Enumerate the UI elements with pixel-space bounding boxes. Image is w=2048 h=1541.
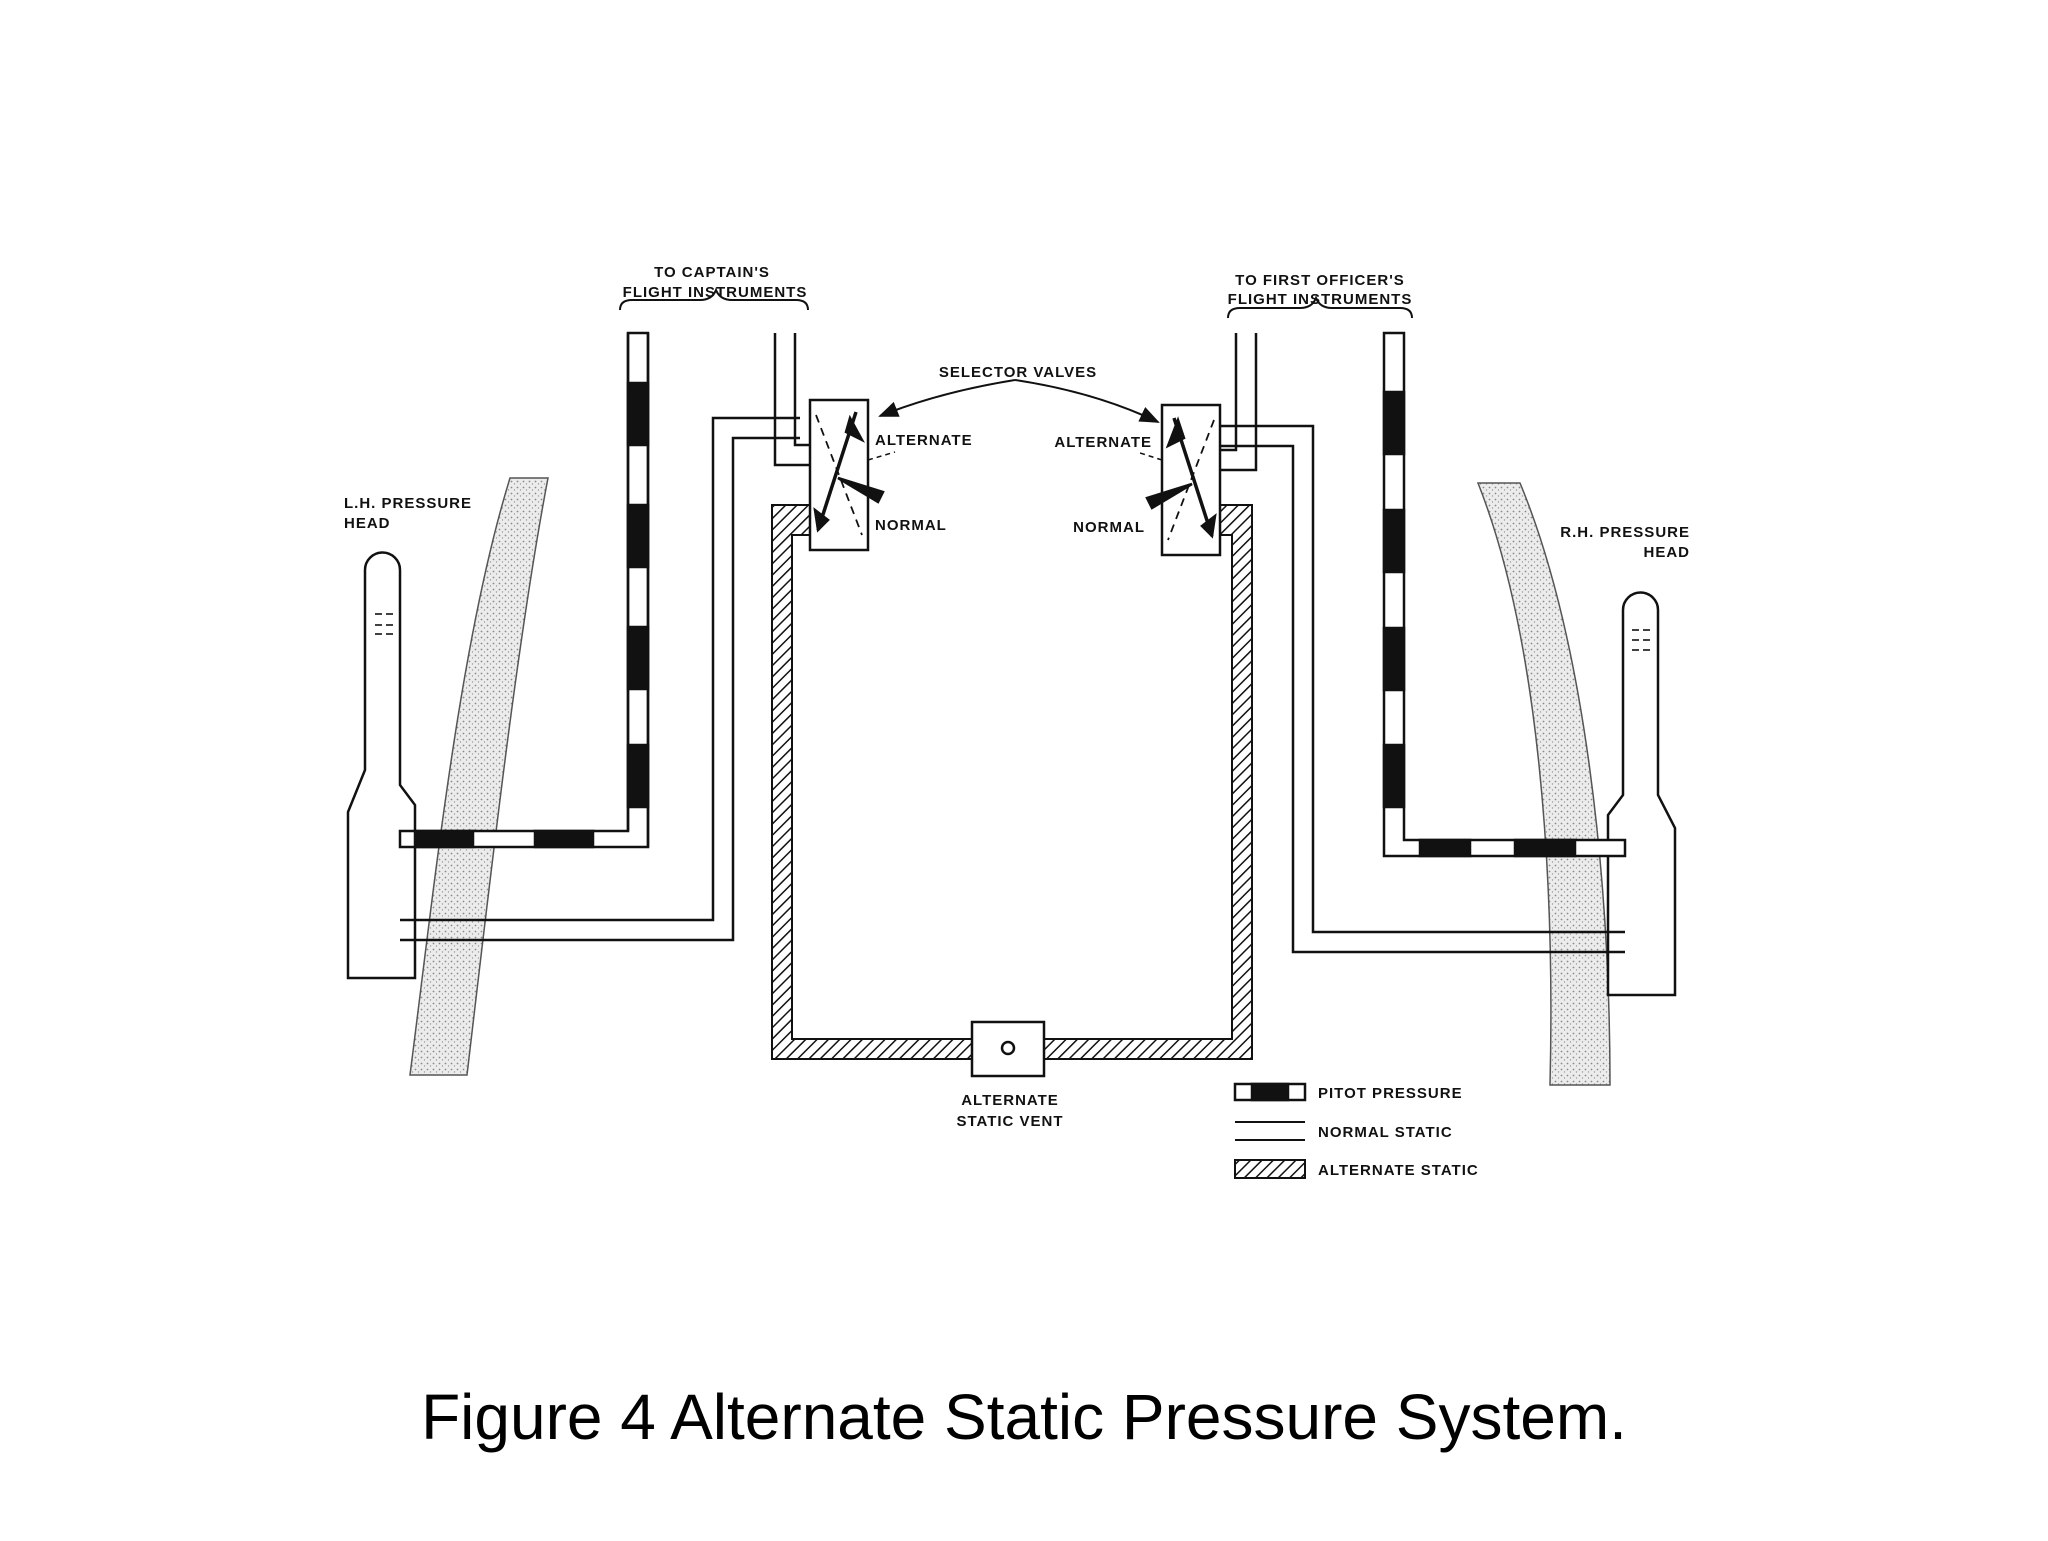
rh-pressure-head-label-line1: R.H. PRESSURE <box>1560 524 1690 541</box>
rh-pressure-head-label-line2: HEAD <box>1643 544 1690 561</box>
alternate-static-vent-label-line2: STATIC VENT <box>956 1113 1063 1130</box>
lh-head-ports <box>375 613 393 635</box>
lh-pressure-head-label-line1: L.H. PRESSURE <box>344 495 472 512</box>
right-fuselage-skin <box>1476 482 1611 1086</box>
right-pitot-line <box>1382 331 1627 858</box>
first-officer-instruments-brace <box>1227 295 1413 319</box>
selector-valves-label: SELECTOR VALVES <box>939 364 1097 381</box>
left-selector-valve <box>808 398 885 552</box>
lh-pressure-head-label-line2: HEAD <box>344 515 391 532</box>
alternate-label-left: ALTERNATE <box>875 432 973 449</box>
legend-pitot-label: PITOT PRESSURE <box>1318 1085 1463 1102</box>
legend-normal-label: NORMAL STATIC <box>1318 1124 1453 1141</box>
left-normal-static-line <box>400 416 800 942</box>
alternate-static-vent <box>970 1020 1046 1078</box>
legend-pitot-symbol <box>1233 1082 1307 1102</box>
normal-label-right: NORMAL <box>1073 519 1145 536</box>
left-pitot-line <box>398 331 650 849</box>
left-fuselage-skin <box>409 477 549 1076</box>
rh-head-ports <box>1632 629 1650 651</box>
legend-alternate-label: ALTERNATE STATIC <box>1318 1162 1479 1179</box>
figure-caption: Figure 4 Alternate Static Pressure Syste… <box>421 1381 1627 1453</box>
legend-alternate-symbol <box>1234 1159 1306 1179</box>
alternate-static-vent-label-line1: ALTERNATE <box>961 1092 1059 1109</box>
alternate-label-right: ALTERNATE <box>1054 434 1152 451</box>
right-instrument-static-tube <box>1218 333 1258 472</box>
alternate-static-loop <box>771 504 1253 1060</box>
normal-label-left: NORMAL <box>875 517 947 534</box>
first-officer-label-line2: FLIGHT INSTRUMENTS <box>1228 291 1413 308</box>
captain-instruments-brace <box>619 287 809 311</box>
right-selector-valve <box>1145 403 1222 557</box>
legend-normal-symbol <box>1235 1121 1305 1141</box>
selector-valves-arrow-left <box>878 379 1016 417</box>
selector-valves-arrow-right <box>1014 379 1160 423</box>
first-officer-label-line1: TO FIRST OFFICER'S <box>1235 272 1405 289</box>
rh-pressure-head <box>1606 591 1677 997</box>
captain-label-line1: TO CAPTAIN'S <box>654 264 770 281</box>
lh-pressure-head <box>346 551 417 980</box>
captain-label-line2: FLIGHT INSTRUMENTS <box>623 284 808 301</box>
left-instrument-static-tube <box>773 333 810 467</box>
